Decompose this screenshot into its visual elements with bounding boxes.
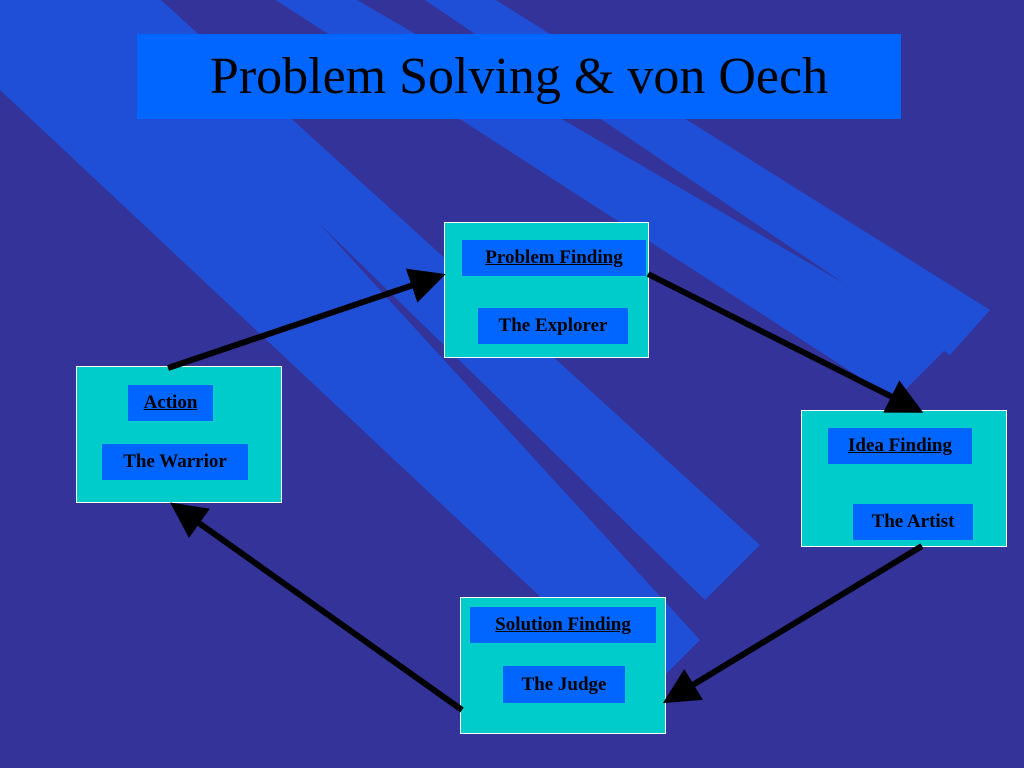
node-problem-finding-heading: Problem Finding — [462, 240, 646, 276]
node-problem-finding-role: The Explorer — [478, 308, 628, 344]
node-idea-finding-role: The Artist — [853, 504, 973, 540]
page-title: Problem Solving & von Oech — [209, 48, 829, 105]
action-role-text: The Warrior — [123, 451, 227, 472]
idea-finding-heading-text: Idea Finding — [847, 435, 952, 456]
solution-finding-heading-text: Solution Finding — [495, 614, 631, 635]
node-idea-finding-heading: Idea Finding — [828, 428, 972, 464]
node-action-role: The Warrior — [102, 444, 248, 480]
title-box: Problem Solving & von Oech — [137, 34, 901, 119]
node-action-heading: Action — [128, 385, 213, 421]
node-solution-finding-heading: Solution Finding — [470, 607, 656, 643]
solution-finding-role-text: The Judge — [521, 673, 607, 695]
node-solution-finding-role: The Judge — [503, 666, 625, 703]
idea-finding-role-text: The Artist — [871, 511, 955, 532]
problem-finding-heading-text: Problem Finding — [485, 247, 623, 268]
problem-finding-role-text: The Explorer — [498, 315, 608, 336]
action-heading-text: Action — [143, 392, 198, 413]
